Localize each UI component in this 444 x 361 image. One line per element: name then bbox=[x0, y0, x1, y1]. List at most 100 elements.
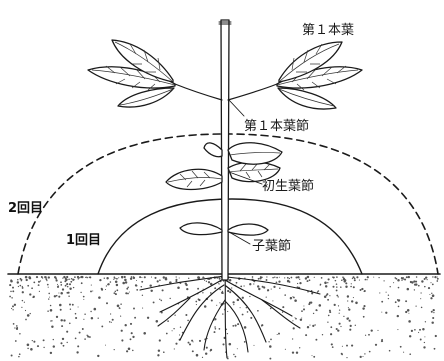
soil-dot bbox=[63, 319, 65, 321]
soil-dot bbox=[349, 320, 351, 322]
soil-dot bbox=[9, 296, 11, 298]
soil-dot bbox=[313, 313, 314, 314]
soil-dot bbox=[159, 279, 161, 281]
soil-dot bbox=[44, 276, 46, 278]
soil-dot bbox=[55, 279, 57, 281]
soil-dot bbox=[314, 277, 315, 278]
soil-dot bbox=[405, 311, 407, 313]
soil-dot bbox=[32, 296, 34, 298]
soil-dot bbox=[354, 279, 356, 281]
soil-dot bbox=[277, 334, 278, 335]
soil-dot bbox=[322, 334, 323, 335]
soil-dot bbox=[331, 343, 333, 345]
soil-dot bbox=[42, 277, 43, 278]
soil-dot bbox=[411, 330, 413, 332]
soil-dot bbox=[305, 334, 307, 336]
soil-dot bbox=[389, 350, 391, 352]
soil-dot bbox=[352, 276, 354, 278]
soil-dot bbox=[136, 289, 138, 291]
right-trifoliate bbox=[277, 42, 362, 109]
soil-dot bbox=[404, 279, 406, 281]
soil-dot bbox=[12, 309, 13, 310]
soil-dot bbox=[214, 318, 216, 320]
soil-dot bbox=[348, 307, 349, 308]
soil-dot bbox=[69, 287, 71, 289]
soil-dot bbox=[434, 348, 436, 350]
soil-dot bbox=[81, 282, 83, 284]
soil-dot bbox=[153, 301, 155, 303]
soil-dot bbox=[243, 285, 244, 286]
soil-dot bbox=[214, 331, 216, 333]
soil-dot bbox=[14, 304, 16, 306]
soil-dot bbox=[341, 279, 343, 281]
soil-dot bbox=[402, 278, 404, 280]
soil-dot bbox=[401, 279, 402, 280]
soil-dot bbox=[69, 323, 71, 325]
soil-dot bbox=[375, 344, 377, 346]
soil-dot bbox=[197, 288, 199, 290]
soil-dot bbox=[66, 276, 68, 278]
soil-dot bbox=[329, 311, 331, 313]
soil-dot bbox=[433, 309, 435, 311]
soil-dot bbox=[37, 345, 39, 347]
soil-dot bbox=[25, 319, 27, 321]
soil-dot bbox=[407, 309, 410, 312]
soil-dot bbox=[26, 279, 28, 281]
soil-dot bbox=[414, 329, 416, 331]
soil-dot bbox=[424, 286, 426, 288]
soil-dot bbox=[205, 352, 207, 354]
soil-dot bbox=[336, 283, 338, 285]
label-cotyledon-node: 子葉節 bbox=[252, 239, 291, 254]
soil-dot bbox=[60, 319, 62, 321]
soil-dot bbox=[117, 305, 120, 308]
soil-dot bbox=[69, 283, 71, 285]
soil-dot bbox=[91, 317, 93, 319]
soil-dot bbox=[397, 315, 399, 317]
soil-dot bbox=[55, 277, 57, 279]
soil-dot bbox=[350, 286, 352, 288]
soil-dot bbox=[427, 279, 428, 280]
soil-dot bbox=[314, 324, 315, 325]
soil-dot bbox=[14, 327, 15, 328]
soil-dot bbox=[84, 338, 86, 340]
soil-dot bbox=[278, 280, 280, 282]
soil-dot bbox=[21, 279, 23, 281]
soil-dot bbox=[339, 323, 341, 325]
soil-dot bbox=[279, 277, 280, 278]
soil-dot bbox=[206, 347, 208, 349]
soil-dot bbox=[334, 304, 336, 306]
soil-dot bbox=[342, 276, 343, 277]
soil-dot bbox=[371, 329, 373, 331]
soil-dot bbox=[27, 344, 30, 347]
soil-dot bbox=[18, 286, 19, 287]
soil-dot bbox=[366, 279, 367, 280]
soil-dot bbox=[129, 292, 130, 293]
soil-dot bbox=[386, 292, 387, 293]
soil-dot bbox=[315, 339, 317, 341]
soil-dot bbox=[60, 309, 62, 311]
soil-dot bbox=[268, 341, 269, 342]
soil-dot bbox=[327, 282, 328, 283]
soil-dot bbox=[121, 277, 123, 279]
soil-dot bbox=[51, 326, 53, 328]
soil-dot bbox=[378, 277, 379, 278]
soil-dot bbox=[112, 319, 114, 321]
soil-dot bbox=[236, 282, 238, 284]
soil-dot bbox=[66, 283, 68, 285]
soil-dot bbox=[196, 304, 197, 305]
soil-dot bbox=[292, 320, 293, 321]
soil-dot bbox=[271, 289, 272, 290]
soil-dot bbox=[12, 305, 14, 307]
soil-dot bbox=[436, 280, 438, 282]
soil-dot bbox=[289, 278, 290, 279]
soil-dot bbox=[294, 317, 295, 318]
label-first-time: 1回目 bbox=[66, 233, 101, 248]
soil-dot bbox=[266, 297, 267, 298]
soil-dot bbox=[312, 325, 314, 327]
soil-dot bbox=[435, 335, 437, 337]
soil-dot bbox=[204, 280, 205, 281]
soil-dot bbox=[424, 278, 426, 280]
soil-dot bbox=[12, 290, 14, 292]
soil-dot bbox=[421, 307, 423, 309]
